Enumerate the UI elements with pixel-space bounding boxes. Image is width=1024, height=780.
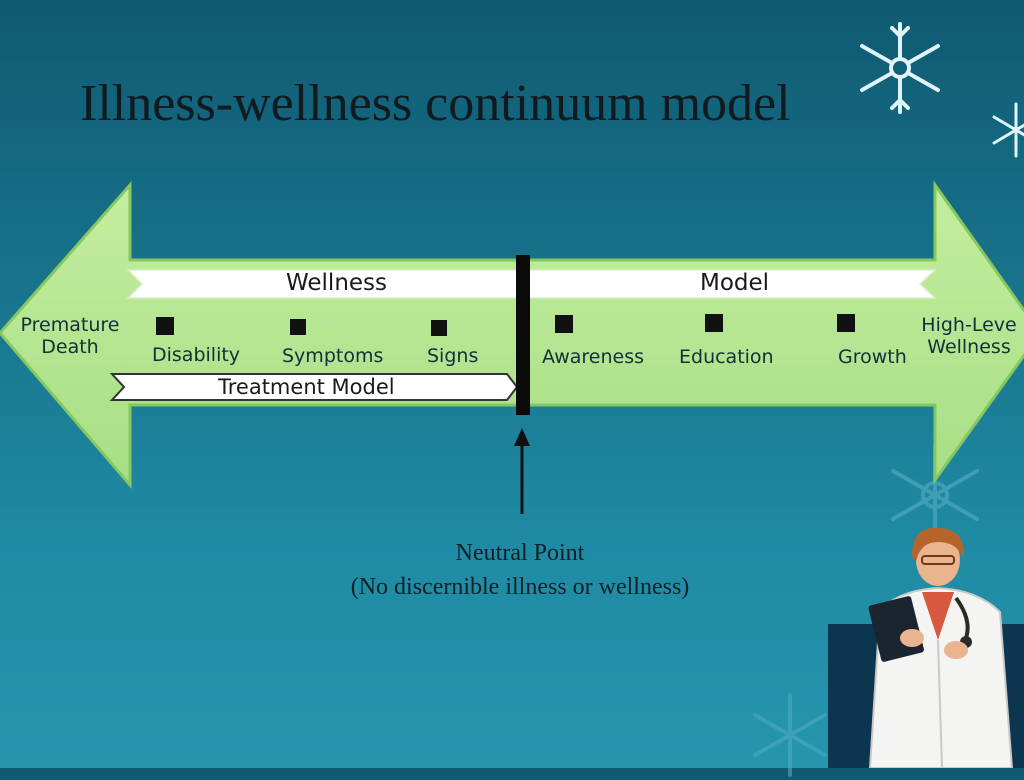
up-arrow-icon (514, 428, 530, 514)
stage-label-signs: Signs (427, 345, 479, 367)
stage-label-growth: Growth (838, 346, 907, 368)
band-label-wellness: Wellness (286, 270, 388, 296)
stage-label-education: Education (679, 346, 774, 368)
neutral-divider (516, 255, 530, 415)
continuum-arrow (0, 180, 1024, 490)
treatment-model-label: Treatment Model (218, 375, 395, 399)
treatment-model-band (109, 373, 519, 401)
snowflake-icon (992, 102, 1024, 158)
slide-title: Illness-wellness continuum model (80, 75, 791, 132)
neutral-point-caption: Neutral Point (No discernible illness or… (260, 536, 780, 604)
stage-label-disability: Disability (152, 344, 241, 366)
high-level-wellness-label: High-Leve Wellness (921, 314, 1017, 358)
neutral-point-title: Neutral Point (455, 540, 585, 566)
snowflake-icon (753, 693, 827, 777)
premature-death-label: Premature Death (20, 314, 120, 358)
stage-label-symptoms: Symptoms (282, 345, 384, 367)
wellness-model-band (126, 269, 937, 299)
band-label-model: Model (700, 270, 770, 296)
stage-label-awareness: Awareness (542, 346, 645, 368)
snowflake-icon (860, 22, 940, 114)
neutral-point-description: (No discernible illness or wellness) (350, 574, 690, 600)
stage-marker-icon (156, 314, 855, 336)
doctor-illustration (868, 527, 1014, 768)
